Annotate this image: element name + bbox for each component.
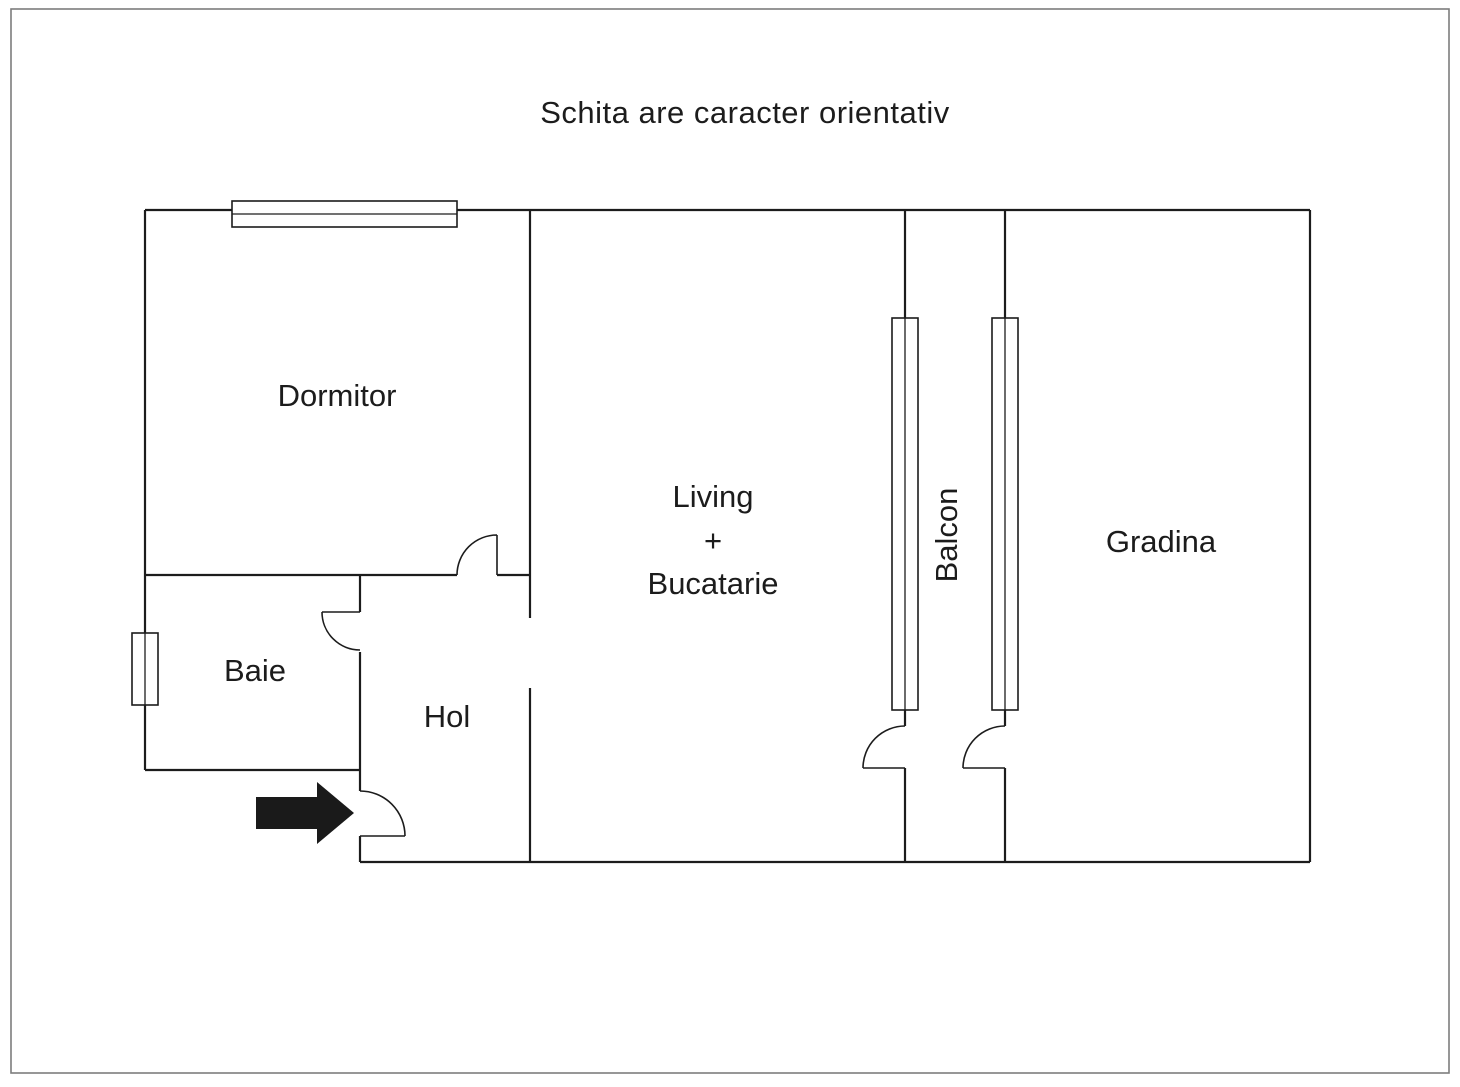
room-label-living-line1: Living xyxy=(673,479,754,514)
room-label-living-line2: + xyxy=(704,523,722,558)
entrance-arrow-icon xyxy=(256,782,354,844)
room-label-living-line3: Bucatarie xyxy=(648,566,779,601)
baie-window-icon xyxy=(131,632,159,706)
balcon-right-window-icon xyxy=(991,317,1019,711)
balcon-right-door-arc-icon xyxy=(962,725,1006,769)
page-border xyxy=(10,8,1450,1074)
balcon-left-door-arc-icon xyxy=(862,725,906,769)
entrance-door-arc-icon xyxy=(359,790,406,837)
baie-door-arc-icon xyxy=(321,611,361,651)
room-labels: Dormitor Baie Hol Living + Bucatarie Bal… xyxy=(224,378,1217,734)
windows xyxy=(131,200,1019,711)
dormitor-door-arc-icon xyxy=(456,534,498,576)
dormitor-window-icon xyxy=(231,200,458,228)
balcon-left-window-icon xyxy=(891,317,919,711)
room-label-dormitor: Dormitor xyxy=(278,378,397,413)
room-label-hol: Hol xyxy=(424,699,471,734)
doors xyxy=(321,534,1006,837)
room-label-baie: Baie xyxy=(224,653,286,688)
plan-title: Schita are caracter orientativ xyxy=(540,95,950,130)
room-label-balcon: Balcon xyxy=(929,488,964,583)
room-label-gradina: Gradina xyxy=(1106,524,1217,559)
